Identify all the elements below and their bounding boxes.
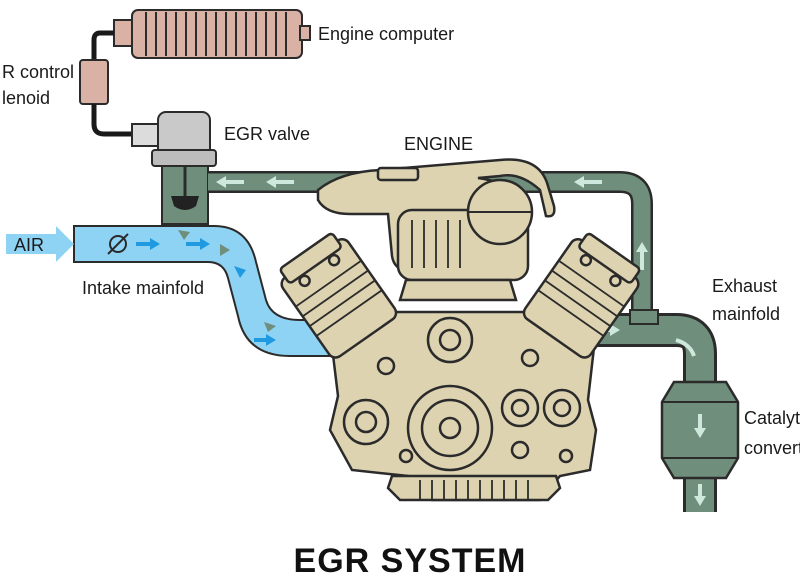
engine-computer — [113, 9, 311, 59]
label-exhaust-manifold-2: mainfold — [712, 304, 780, 324]
label-egr-valve: EGR valve — [224, 124, 310, 144]
label-catalytic-converter-1: Catalyt — [744, 408, 800, 428]
throttle-plate — [107, 233, 129, 255]
egr-gas-arrows-intake — [178, 230, 276, 332]
label-exhaust-manifold-1: Exhaust — [712, 276, 777, 296]
egr-control-solenoid — [79, 59, 109, 105]
label-engine-computer: Engine computer — [318, 24, 454, 44]
engine-block — [279, 158, 641, 502]
control-wire — [91, 30, 114, 60]
egr-valve — [131, 111, 217, 225]
label-egr-control-solenoid-1: R control — [2, 62, 74, 82]
exhaust-flow-arrows-top — [216, 176, 648, 270]
intake-flow-arrows — [136, 238, 276, 346]
label-engine: ENGINE — [404, 134, 473, 154]
vacuum-line — [91, 104, 134, 137]
diagram-title: EGR SYSTEM — [294, 542, 527, 580]
label-air: AIR — [14, 235, 44, 255]
label-egr-control-solenoid-2: lenoid — [2, 88, 50, 108]
label-catalytic-converter-2: convert — [744, 438, 800, 458]
label-intake-manifold: Intake mainfold — [82, 278, 204, 298]
air-inlet-arrow — [6, 226, 74, 262]
